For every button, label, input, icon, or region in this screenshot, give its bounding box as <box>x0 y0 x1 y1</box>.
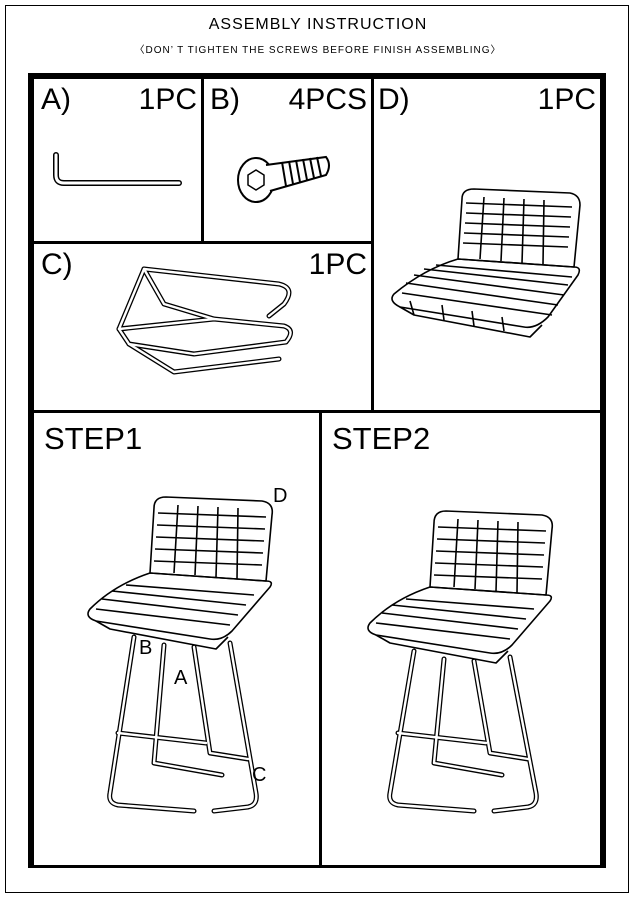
screw-icon <box>237 155 330 203</box>
step1-label: STEP1 <box>44 421 143 456</box>
allen-key-icon <box>53 152 182 186</box>
part-d-cell: D) 1PC <box>371 76 603 413</box>
chair-assembly-step1: D B A C <box>87 485 287 814</box>
step2-cell: STEP2 <box>319 410 603 868</box>
callout-d: D <box>273 485 287 507</box>
part-a-label: A) <box>41 83 71 116</box>
part-d-label: D) <box>378 83 410 116</box>
leg-frame-icon <box>116 266 293 375</box>
part-c-cell: C) 1PC <box>31 241 374 413</box>
page-border <box>5 5 629 893</box>
step1-cell: STEP1 <box>31 410 322 868</box>
part-b-cell: B) 4PCS <box>201 76 374 244</box>
part-b-label: B) <box>210 83 240 116</box>
chair-assembled-step2 <box>367 510 554 814</box>
instruction-grid: A) 1PC B) 4PCS D) 1PC <box>28 73 606 868</box>
page-title: ASSEMBLY INSTRUCTION <box>208 16 428 33</box>
part-c-label: C) <box>41 248 73 281</box>
part-c-quantity: 1PC <box>308 248 367 281</box>
seat-icon <box>391 188 581 338</box>
part-a-quantity: 1PC <box>138 83 197 116</box>
part-b-quantity: 4PCS <box>288 83 367 116</box>
part-a-cell: A) 1PC <box>31 76 204 244</box>
callout-b: B <box>139 637 152 659</box>
page-subtitle: 〈DON’ T TIGHTEN THE SCREWS BEFORE FINISH… <box>134 45 502 56</box>
step2-label: STEP2 <box>332 421 431 456</box>
callout-c: C <box>252 764 266 786</box>
callout-a: A <box>174 667 188 689</box>
part-d-quantity: 1PC <box>537 83 596 116</box>
